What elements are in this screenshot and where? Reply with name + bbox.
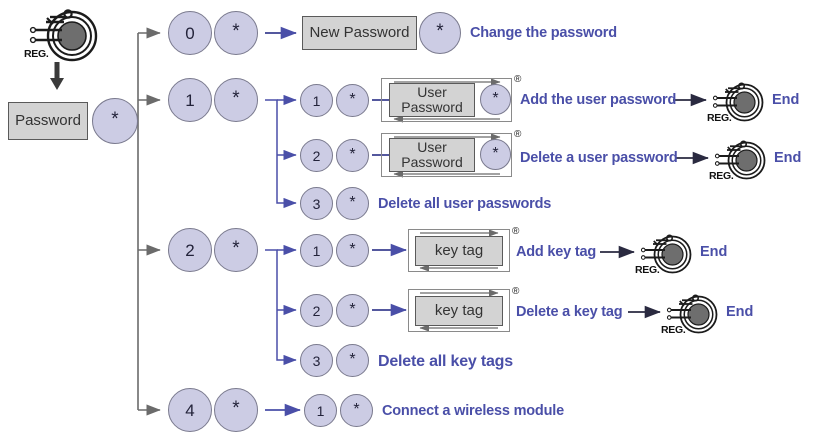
reg-key-icon bbox=[26, 6, 98, 62]
end-label-3: End bbox=[700, 244, 728, 260]
key-1-star[interactable]: * bbox=[214, 78, 258, 122]
key-1-3[interactable]: 3 bbox=[300, 187, 333, 220]
label-delete-all-key-tags: Delete all key tags bbox=[378, 353, 513, 370]
key-tag-box-2[interactable]: key tag bbox=[415, 296, 503, 326]
key-1[interactable]: 1 bbox=[168, 78, 212, 122]
user-password-box-1-text: User Password bbox=[401, 84, 463, 115]
password-star-key[interactable]: * bbox=[92, 98, 138, 144]
key-2-1[interactable]: 1 bbox=[300, 234, 333, 267]
new-password-box[interactable]: New Password bbox=[302, 16, 417, 50]
user-password-box-2-text: User Password bbox=[401, 139, 463, 170]
key-1-2-star[interactable]: * bbox=[336, 139, 369, 172]
key-2-2[interactable]: 2 bbox=[300, 294, 333, 327]
reg-caption-start: REG. bbox=[24, 48, 49, 60]
new-password-star-key[interactable]: * bbox=[419, 12, 461, 54]
key-1-3-star[interactable]: * bbox=[336, 187, 369, 220]
loop-frame-1-1 bbox=[381, 78, 512, 122]
end-label-1: End bbox=[772, 92, 800, 108]
reg-key-icon-end-4 bbox=[662, 292, 720, 334]
user-password-star-1[interactable]: * bbox=[480, 84, 511, 115]
key-4-1-star[interactable]: * bbox=[340, 394, 373, 427]
reg-key-icon-end-2 bbox=[710, 138, 768, 180]
loop-frame-1-2 bbox=[381, 133, 512, 177]
key-4-star[interactable]: * bbox=[214, 388, 258, 432]
label-delete-a-key-tag: Delete a key tag bbox=[516, 304, 623, 320]
reg-caption-end-3: REG. bbox=[635, 264, 660, 276]
user-password-box-1[interactable]: User Password bbox=[389, 83, 475, 117]
loop-frame-2-2 bbox=[408, 289, 510, 332]
registered-mark-2-2: ® bbox=[512, 286, 520, 297]
label-delete-all-user-passwords: Delete all user passwords bbox=[378, 196, 552, 212]
reg-caption-end-1: REG. bbox=[707, 112, 732, 124]
key-1-2[interactable]: 2 bbox=[300, 139, 333, 172]
loop-frame-2-1 bbox=[408, 229, 510, 272]
key-2-3-star[interactable]: * bbox=[336, 344, 369, 377]
key-4-1[interactable]: 1 bbox=[304, 394, 337, 427]
key-0-star[interactable]: * bbox=[214, 11, 258, 55]
password-box[interactable]: Password bbox=[8, 102, 88, 140]
key-2-star[interactable]: * bbox=[214, 228, 258, 272]
end-label-4: End bbox=[726, 304, 754, 320]
key-0[interactable]: 0 bbox=[168, 11, 212, 55]
reg-caption-end-2: REG. bbox=[709, 170, 734, 182]
key-1-1[interactable]: 1 bbox=[300, 84, 333, 117]
key-2-3[interactable]: 3 bbox=[300, 344, 333, 377]
key-2-2-star[interactable]: * bbox=[336, 294, 369, 327]
label-add-key-tag: Add key tag bbox=[516, 244, 596, 260]
registered-mark-1-1: ® bbox=[514, 74, 522, 85]
reg-caption-end-4: REG. bbox=[661, 324, 686, 336]
key-tag-box-1[interactable]: key tag bbox=[415, 236, 503, 266]
end-label-2: End bbox=[774, 150, 802, 166]
label-change-password: Change the password bbox=[470, 25, 617, 41]
key-2-1-star[interactable]: * bbox=[336, 234, 369, 267]
key-4[interactable]: 4 bbox=[168, 388, 212, 432]
reg-key-icon-end-1 bbox=[708, 80, 766, 122]
reg-key-icon-end-3 bbox=[636, 232, 694, 274]
label-connect-wireless-module: Connect a wireless module bbox=[382, 403, 564, 419]
registered-mark-1-2: ® bbox=[514, 129, 522, 140]
registered-mark-2-1: ® bbox=[512, 226, 520, 237]
label-delete-user-password: Delete a user password bbox=[520, 150, 678, 166]
user-password-star-2[interactable]: * bbox=[480, 139, 511, 170]
user-password-box-2[interactable]: User Password bbox=[389, 138, 475, 172]
key-1-1-star[interactable]: * bbox=[336, 84, 369, 117]
label-add-user-password: Add the user password bbox=[520, 92, 677, 108]
key-2[interactable]: 2 bbox=[168, 228, 212, 272]
